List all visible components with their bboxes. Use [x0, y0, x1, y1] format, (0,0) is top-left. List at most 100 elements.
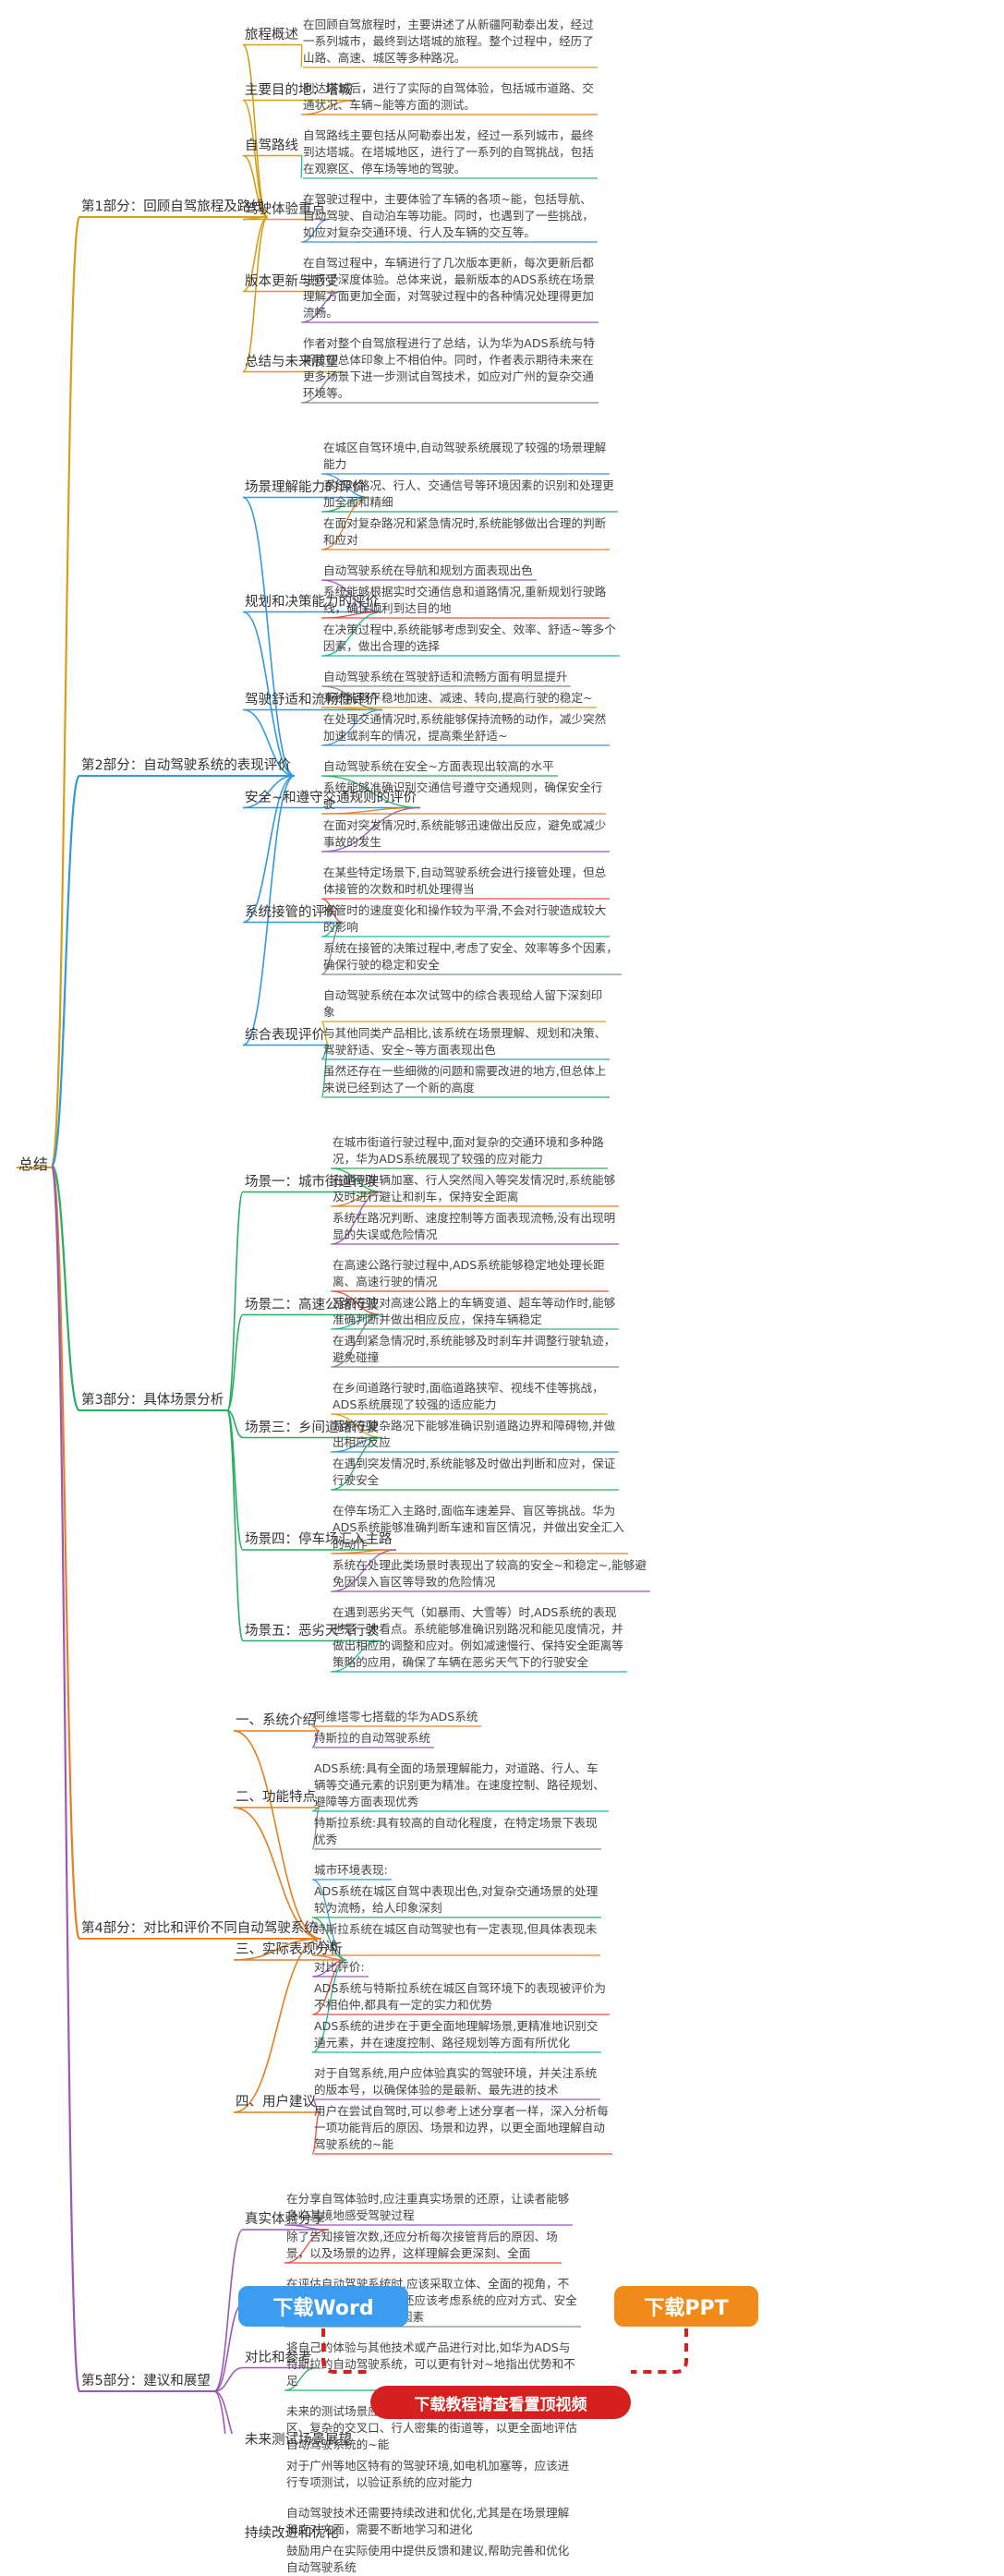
leaf-text: 系统在路况判断、速度控制等方面表现流畅,没有出现明显的失误或危险情况 — [333, 1210, 615, 1243]
leaf-text: 对于广州等地区特有的驾驶环境,如电机加塞等，应该进行专项测试，以验证系统的应对能… — [286, 2458, 569, 2491]
branch-node: 场景二：高速公路行驶 — [245, 1297, 379, 1312]
leaf-line: 阿维塔零七搭载的华为ADS系统 — [314, 1710, 478, 1723]
leaf-text: 在遇到突发情况时,系统能够及时做出判断和应对，保证行驶安全 — [333, 1456, 615, 1489]
leaf-line: 自动驾驶系统 — [286, 2560, 357, 2574]
download-word-button[interactable]: 下载Word — [238, 2286, 408, 2327]
leaf-line: 在遇到突发情况时,系统能够及时做出判断和应对，保证 — [333, 1457, 616, 1470]
leaf-text: 在驾驶过程中，主要体验了车辆的各项~能，包括导航、自动驾驶、自动泊车等功能。同时… — [303, 191, 594, 241]
leaf-line: 避免碰撞 — [333, 1350, 380, 1364]
leaf-line: 理解方面更加全面，对驾驶过程中的各种情况处理得更加 — [303, 289, 594, 303]
leaf-line: 与其他同类产品相比,该系统在场景理解、规划和决策、 — [323, 1026, 607, 1040]
branch-node: 对比和参考 — [245, 2350, 312, 2365]
leaf-line: 系统在处理此类场景时表现出了较高的安全~和稳定~,能够避 — [333, 1558, 647, 1572]
leaf-text: 系统在接管的决策过程中,考虑了安全、效率等多个因素，确保行驶的稳定和安全 — [323, 940, 618, 974]
leaf-text: 自动驾驶系统在驾驶舒适和流畅方面有明显提升 — [323, 669, 567, 685]
leaf-line: 在遇到紧急情况时,系统能够及时刹车并调整行驶轨迹， — [333, 1334, 616, 1348]
leaf-line: 特斯拉的自动驾驶系统，可以更有针对~地指出优势和不 — [286, 2357, 575, 2371]
leaf-text: ADS系统的进步在于更全面地理解场景,更精准地识别交通元素，并在速度控制、路径规… — [314, 2018, 598, 2051]
leaf-text: 自动驾驶系统在导航和规划方面表现出色 — [323, 562, 533, 579]
leaf-line: 用户在尝试自驾时,可以参考上述分享者一样，深入分析每 — [314, 2104, 609, 2118]
connector-dashes — [321, 2328, 688, 2374]
leaf-line: 的动作 — [333, 1537, 368, 1551]
leaf-line: 的版本号，以确保体验的是最新、最先进的技术 — [314, 2083, 559, 2097]
leaf-line: 线，确保顺利到达目的地 — [323, 601, 452, 615]
leaf-line: 在城市街道行驶过程中,面对复杂的交通环境和多种路 — [333, 1135, 604, 1149]
leaf-line: 在某些特定场景下,自动驾驶系统会进行接管处理，但总 — [323, 865, 607, 879]
leaf-line: 一项功能背后的原因、场景和边界，以更全面地理解自动 — [314, 2121, 605, 2135]
leaf-line: 鼓励用户在实际使用中提供反馈和建议,帮助完善和优化 — [286, 2544, 570, 2558]
leaf-line: ADS系统在城区自驾中表现出色,对复杂交通场景的处理 — [314, 1884, 599, 1898]
leaf-line: 在自驾过程中，车辆进行了几次版本更新，每次更新后都 — [303, 256, 594, 270]
leaf-line: 景，以及场景的边界，这样理解会更深刻、全面 — [286, 2246, 531, 2260]
leaf-text: ADS系统与特斯拉系统在城区自驾环境下的表现被评价为不相伯仲,都具有一定的实力和… — [314, 1980, 606, 2014]
branch-node: 一、系统介绍 — [236, 1713, 316, 1728]
branch-node: 四、用户建议 — [236, 2095, 316, 2110]
leaf-line: 自动驾驶系统在安全~方面表现出较高的水平 — [323, 759, 554, 773]
leaf-line: 驾驶系统的~能 — [314, 2137, 394, 2151]
leaf-line: ADS系统与特斯拉系统在城区自驾环境下的表现被评价为 — [314, 1981, 606, 1995]
branch-node: 二、功能特点 — [236, 1790, 316, 1805]
leaf-text: 在遇到车辆加塞、行人突然闯入等突发情况时,系统能够及时进行避让和刹车，保持安全距… — [333, 1172, 615, 1205]
leaf-line: 加速或刹车的情况，提高乘坐舒适~ — [323, 729, 508, 743]
leaf-line: 在面对突发情况时,系统能够迅速做出反应，避免或减少 — [323, 818, 607, 832]
leaf-line: 因素，做出合理的选择 — [323, 639, 440, 653]
leaf-line: 接管时的速度变化和操作较为平滑,不会对行驶造成较大 — [323, 903, 607, 917]
leaf-line: 和应对 — [323, 533, 358, 547]
leaf-line: 况，华为ADS系统展现了较强的应对能力 — [333, 1152, 543, 1166]
leaf-line: 来说已经到达了一个新的高度 — [323, 1081, 475, 1094]
root-node: 总结 — [18, 1155, 49, 1173]
leaf-text: 与其他同类产品相比,该系统在场景理解、规划和决策、驾驶舒适、安全~等方面表现出色 — [323, 1025, 606, 1058]
leaf-text: 自动驾驶系统在本次试驾中的综合表现给人留下深刻印象 — [323, 987, 602, 1021]
leaf-line: 自动驾驶系统在本次试驾中的综合表现给人留下深刻印 — [323, 988, 603, 1002]
leaf-line: 除了告知接管次数,还应分析每次接管背后的原因、场 — [286, 2230, 558, 2243]
leaf-text: 自驾路线主要包括从阿勒泰出发，经过一系列城市，最终到达塔城。在塔城地区，进行了一… — [303, 127, 594, 177]
leaf-text: 系统对路况、行人、交通信号等环境因素的识别和处理更加全面和精细 — [323, 478, 614, 511]
leaf-line: 在回顾自驾旅程时，主要讲述了从新疆阿勒泰出发，经过 — [303, 18, 594, 31]
leaf-text: 系统在复杂路况下能够准确识别道路边界和障碍物,并做出相应反应 — [333, 1418, 615, 1451]
leaf-line: 对比评价: — [314, 1960, 365, 1974]
leaf-line: 也是一大看点。系统能够准确识别路况和能见度情况，并 — [333, 1622, 623, 1636]
leaf-line: 流畅。 — [303, 306, 338, 320]
leaf-text: 将自己的体验与其他技术或产品进行对比,如华为ADS与特斯拉的自动驾驶系统，可以更… — [286, 2340, 575, 2389]
leaf-text: ADS系统在城区自驾中表现出色,对复杂交通场景的处理较为流畅，给人印象深刻 — [314, 1883, 598, 1917]
leaf-text: 在城市街道行驶过程中,面对复杂的交通环境和多种路况，华为ADS系统展现了较强的应… — [333, 1134, 604, 1167]
leaf-text: 对于自驾系统,用户应体验真实的驾驶环境，并关注系统的版本号，以确保体验的是最新、… — [314, 2065, 597, 2098]
leaf-text: 在分享自驾体验时,应注重真实场景的还原，让读者能够身临其境地感受驾驶过程 — [286, 2191, 569, 2224]
leaf-line: 如应对复杂交通环境、行人及车辆的交互等。 — [303, 225, 536, 239]
branch-node: 总结与未来展望 — [245, 354, 339, 369]
leaf-line: 特斯拉系统:具有较高的自动化程度，在特定场景下表现 — [314, 1816, 598, 1830]
leaf-text: ADS系统:具有全面的场景理解能力，对道路、行人、车辆等交通元素的识别更为精准。… — [314, 1760, 605, 1810]
leaf-line: 系统在复杂路况下能够准确识别道路边界和障碍物,并做 — [333, 1419, 616, 1433]
leaf-text: 到达塔城后，进行了实际的自驾体验，包括城市道路、交通状况、车辆~能等方面的测试。 — [303, 80, 594, 114]
leaf-line: 体接管的次数和时机处理得当 — [323, 882, 475, 896]
part-node: 第5部分：建议和展望 — [81, 2374, 211, 2389]
leaf-text: 在某些特定场景下,自动驾驶系统会进行接管处理，但总体接管的次数和时机处理得当 — [323, 865, 606, 898]
mindmap-canvas: 总结 在回顾自驾旅程时，主要讲述了从新疆阿勒泰出发，经过一系列城市，最终到达塔城… — [17, 18, 758, 2574]
leaf-line: 系统对路况、行人、交通信号等环境因素的识别和处理更 — [323, 478, 614, 492]
leaf-line: 确保行驶的稳定和安全 — [323, 958, 440, 972]
branch-node: 三、实际表现分析 — [236, 1942, 343, 1957]
leaf-line: 特斯拉的自动驾驶系统 — [314, 1731, 430, 1745]
download-ppt-button[interactable]: 下载PPT — [614, 2286, 758, 2327]
leaf-line: 在分享自驾体验时,应注重真实场景的还原，让读者能够 — [286, 2192, 570, 2206]
download-notice: 下载教程请查看置顶视频 — [370, 2386, 631, 2419]
leaf-line: 在高速公路行驶过程中,ADS系统能够稳定地处理长距 — [333, 1258, 605, 1272]
part-node: 第2部分：自动驾驶系统的表现评价 — [81, 758, 291, 773]
leaf-line: 在面对复杂路况和紧急情况时,系统能够做出合理的判断 — [323, 516, 607, 530]
leaf-text: 在遇到恶劣天气（如暴雨、大雪等）时,ADS系统的表现也是一大看点。系统能够准确识… — [333, 1604, 623, 1671]
leaf-line: 较为流畅，给人印象深刻 — [314, 1901, 442, 1915]
part-node: 第4部分：对比和评价不同自动驾驶系统 — [81, 1921, 318, 1936]
leaf-text: 在面对突发情况时,系统能够迅速做出反应，避免或减少事故的发生 — [323, 817, 606, 851]
leaf-line: 能力 — [323, 457, 347, 471]
leaf-line: 象 — [323, 1005, 335, 1019]
leaf-text: 作者对整个自驾旅程进行了总结，认为华为ADS系统与特斯拉在总体印象上不相伯仲。同… — [303, 335, 595, 402]
branch-node: 旅程概述 — [245, 27, 298, 42]
leaf-line: 到达塔城。在塔城地区，进行了一系列的自驾挑战，包括 — [303, 145, 594, 159]
branch-node: 真实体验分享 — [245, 2212, 325, 2227]
leaf-line: 在遇到恶劣天气（如暴雨、大雪等）时,ADS系统的表现 — [333, 1605, 617, 1619]
leaf-line: 系统在路况判断、速度控制等方面表现流畅,没有出现明 — [333, 1211, 616, 1225]
leaf-line: 行专项测试，以验证系统的应对能力 — [286, 2475, 473, 2489]
leaf-text: 在面对复杂路况和紧急情况时,系统能够做出合理的判断和应对 — [323, 515, 606, 549]
leaf-text: 在城区自驾环境中,自动驾驶系统展现了较强的场景理解能力 — [323, 440, 606, 473]
leaf-line: 在遇到车辆加塞、行人突然闯入等突发情况时,系统能够 — [333, 1173, 616, 1187]
